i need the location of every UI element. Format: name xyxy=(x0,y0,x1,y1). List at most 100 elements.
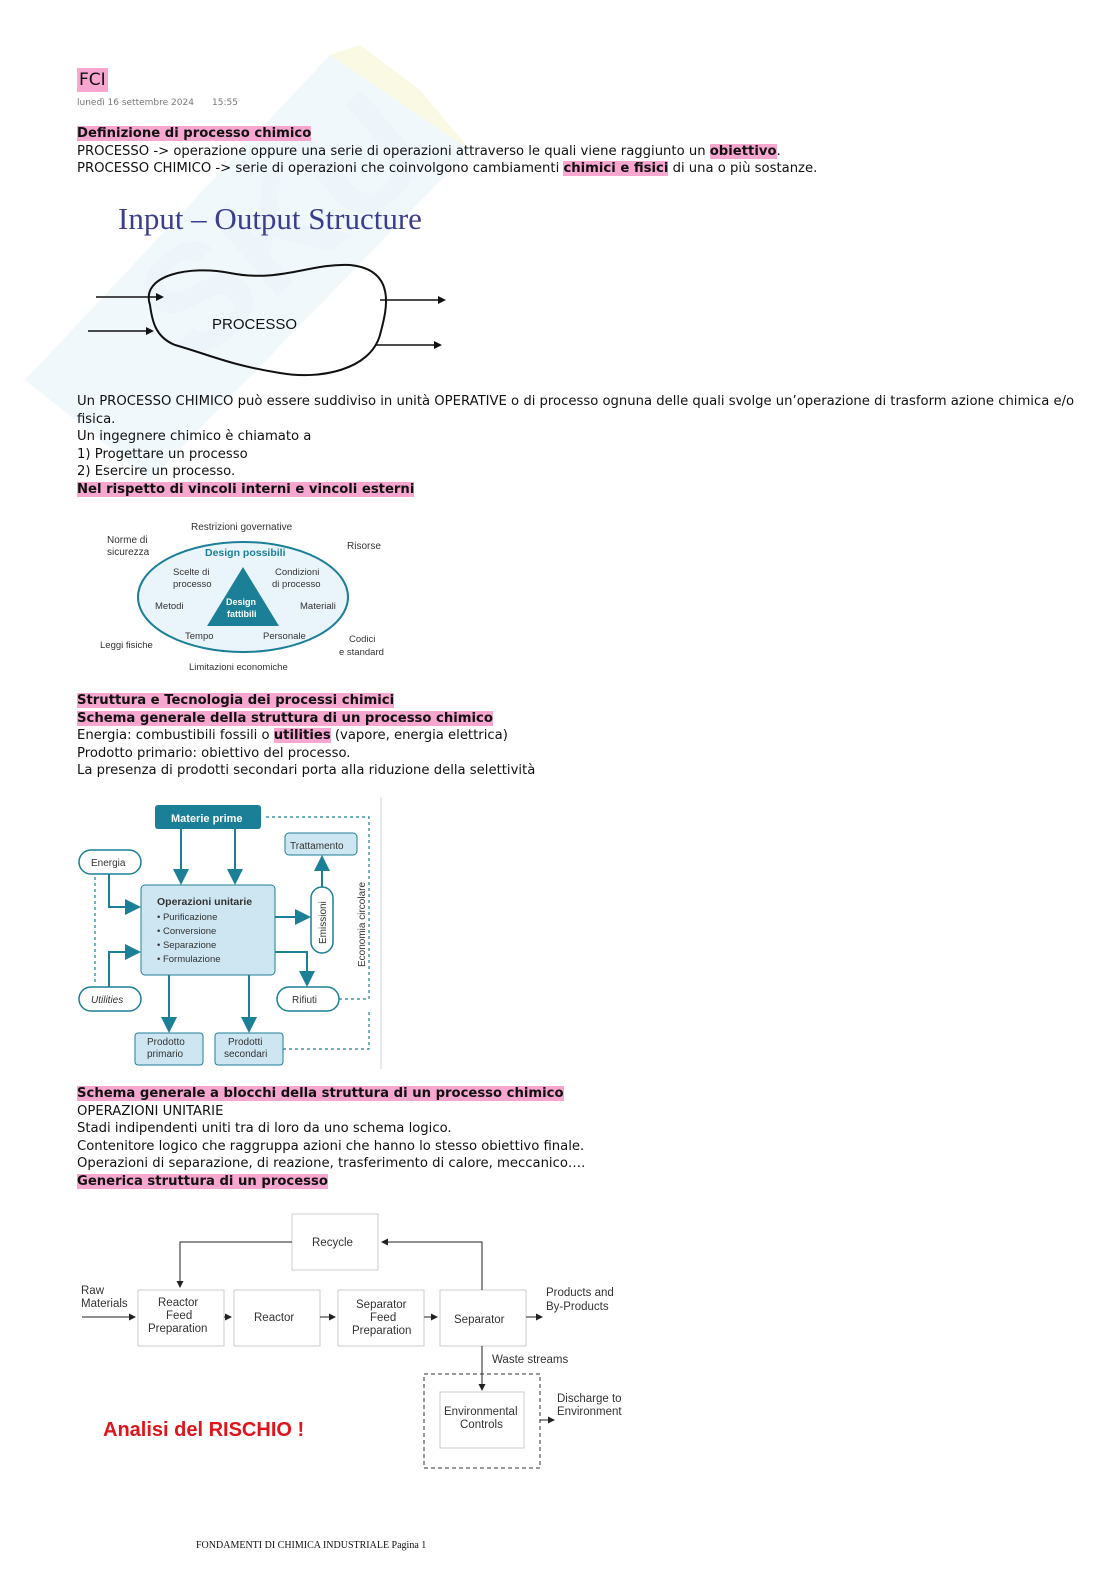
label-separator-feed-1: Separator xyxy=(356,1299,407,1311)
label-metodi: Metodi xyxy=(155,601,184,612)
label-codici: Codici xyxy=(349,634,375,645)
paragraph-unita-operative: Un PROCESSO CHIMICO può essere suddiviso… xyxy=(77,394,1075,409)
stadi-text: Stadi indipendenti uniti tra di loro da … xyxy=(77,1121,452,1137)
label-scelte: Scelte di xyxy=(173,567,209,578)
prodotti-secondari-text: La presenza di prodotti secondari porta … xyxy=(77,763,536,779)
operazioni-unitarie-box xyxy=(140,884,276,976)
utilities-highlight: utilities xyxy=(273,728,331,744)
prodotto-primario-box xyxy=(134,1032,204,1066)
heading-schema-blocchi: Schema generale a blocchi della struttur… xyxy=(77,1086,564,1101)
label-risorse: Risorse xyxy=(347,541,381,552)
label-discharge: Discharge to xyxy=(557,1393,622,1405)
label-separator-feed-2: Feed xyxy=(370,1312,396,1324)
page-title: FCI xyxy=(77,68,108,92)
reactor-feed-box xyxy=(137,1289,225,1347)
section-definizione: Definizione di processo chimico PROCESSO… xyxy=(77,125,817,178)
page-footer: FONDAMENTI DI CHIMICA INDUSTRIALE Pagina… xyxy=(196,1540,427,1551)
heading-struttura: Struttura e Tecnologia dei processi chim… xyxy=(77,693,395,708)
op-item: • Separazione xyxy=(157,940,216,951)
label-condizioni-processo: di processo xyxy=(272,579,321,590)
energia-text-end: (vapore, energia elettrica) xyxy=(330,728,508,744)
label-prodotto: Prodotto xyxy=(147,1037,185,1048)
label-separator: Separator xyxy=(454,1314,505,1326)
label-personale: Personale xyxy=(263,631,306,642)
label-separator-feed-3: Preparation xyxy=(352,1325,411,1337)
label-leggi-fisiche: Leggi fisiche xyxy=(100,640,153,651)
processo-text: PROCESSO -> operazione oppure una serie … xyxy=(77,143,710,159)
label-reactor-feed-2: Feed xyxy=(166,1310,192,1322)
label-reactor-feed-3: Preparation xyxy=(148,1323,207,1335)
operazioni-unitarie-text: OPERAZIONI UNITARIE xyxy=(77,1103,224,1119)
op-item: • Formulazione xyxy=(157,954,221,965)
label-prodotti: Prodotti xyxy=(228,1037,262,1048)
list-item: 2) Esercire un processo. xyxy=(77,464,236,480)
label-waste-streams: Waste streams xyxy=(492,1354,569,1366)
input-output-diagram: Input – Output Structure PROCESSO xyxy=(88,201,446,377)
recycle-box xyxy=(291,1213,379,1271)
op-item: • Purificazione xyxy=(157,912,217,923)
paragraph-unita-operative-cont: fisica. xyxy=(77,411,116,427)
paragraph-ingegnere: Un ingegnere chimico è chiamato a xyxy=(77,429,312,445)
label-raw: Raw xyxy=(81,1285,105,1297)
label-environmental: Environmental xyxy=(444,1406,518,1418)
operazioni-text: Operazioni di separazione, di reazione, … xyxy=(77,1156,586,1172)
label-products: Products and xyxy=(546,1287,614,1299)
heading-definizione: Definizione di processo chimico xyxy=(77,126,312,141)
label-reactor-feed-1: Reactor xyxy=(158,1297,198,1309)
label-materials: Materials xyxy=(81,1298,128,1310)
design-constraints-diagram: Restrizioni governative Norme di sicurez… xyxy=(100,522,384,673)
label-limitazioni: Limitazioni economiche xyxy=(189,662,288,673)
block-diagram: Recycle Raw Materials Reactor Feed Prepa… xyxy=(81,1213,622,1469)
processo-chimico-text-end: di una o più sostanze. xyxy=(668,161,818,177)
section-processo-chimico: Un PROCESSO CHIMICO può essere suddiviso… xyxy=(77,393,1074,499)
reactor-box xyxy=(233,1289,321,1347)
label-reactor: Reactor xyxy=(254,1312,294,1324)
label-norme: Norme di xyxy=(107,535,148,546)
label-fattibili: fattibili xyxy=(227,609,257,619)
materie-prime-box xyxy=(155,805,261,829)
op-item: • Conversione xyxy=(157,926,216,937)
label-condizioni: Condizioni xyxy=(275,567,319,578)
label-design: Design xyxy=(226,597,256,607)
label-trattamento: Trattamento xyxy=(290,841,344,852)
label-tempo: Tempo xyxy=(185,631,214,642)
label-design-possibili: Design possibili xyxy=(205,547,286,559)
separator-box xyxy=(439,1289,527,1347)
prodotto-primario-text: Prodotto primario: obiettivo del process… xyxy=(77,745,351,761)
section-schema-blocchi: Schema generale a blocchi della struttur… xyxy=(77,1085,585,1191)
label-scelte-processo: processo xyxy=(173,579,212,590)
label-operazioni-unitarie: Operazioni unitarie xyxy=(157,896,252,908)
label-controls: Controls xyxy=(460,1419,503,1431)
page-time: 15:55 xyxy=(212,98,238,108)
environmental-controls-box xyxy=(439,1391,525,1449)
label-primario: primario xyxy=(147,1049,184,1060)
label-rifiuti: Rifiuti xyxy=(292,995,317,1006)
design-triangle xyxy=(207,567,279,626)
label-restrizioni: Restrizioni governative xyxy=(191,522,293,533)
process-flow-diagram: Materie prime Trattamento Energia Operaz… xyxy=(78,797,382,1069)
label-materie-prime: Materie prime xyxy=(171,813,243,825)
label-standard: e standard xyxy=(339,647,384,658)
list-item: 1) Progettare un processo xyxy=(77,446,248,462)
label-emissioni: Emissioni xyxy=(318,901,329,944)
label-sicurezza: sicurezza xyxy=(107,547,150,558)
label-economia-circolare: Economia circolare xyxy=(357,882,368,967)
heading-schema: Schema generale della struttura di un pr… xyxy=(77,710,493,726)
obiettivo-highlight: obiettivo xyxy=(709,143,777,159)
separator-feed-box xyxy=(337,1289,425,1347)
label-secondari: secondari xyxy=(224,1049,267,1060)
process-blob xyxy=(147,263,387,377)
page-date: lunedì 16 settembre 2024 xyxy=(77,98,194,108)
heading-generica-struttura: Generica struttura di un processo xyxy=(77,1173,328,1189)
label-by-products: By-Products xyxy=(546,1301,609,1313)
chimici-fisici-highlight: chimici e fisici xyxy=(563,161,669,177)
io-process-label: PROCESSO xyxy=(212,316,297,333)
label-energia: Energia xyxy=(91,858,126,869)
label-utilities: Utilities xyxy=(91,995,123,1006)
heading-vincoli: Nel rispetto di vincoli interni e vincol… xyxy=(77,481,415,497)
label-environment: Environment xyxy=(557,1406,622,1418)
analisi-rischio-label: Analisi del RISCHIO ! xyxy=(103,1419,304,1441)
section-struttura: Struttura e Tecnologia dei processi chim… xyxy=(77,692,535,780)
contenitore-text: Contenitore logico che raggruppa azioni … xyxy=(77,1138,585,1154)
